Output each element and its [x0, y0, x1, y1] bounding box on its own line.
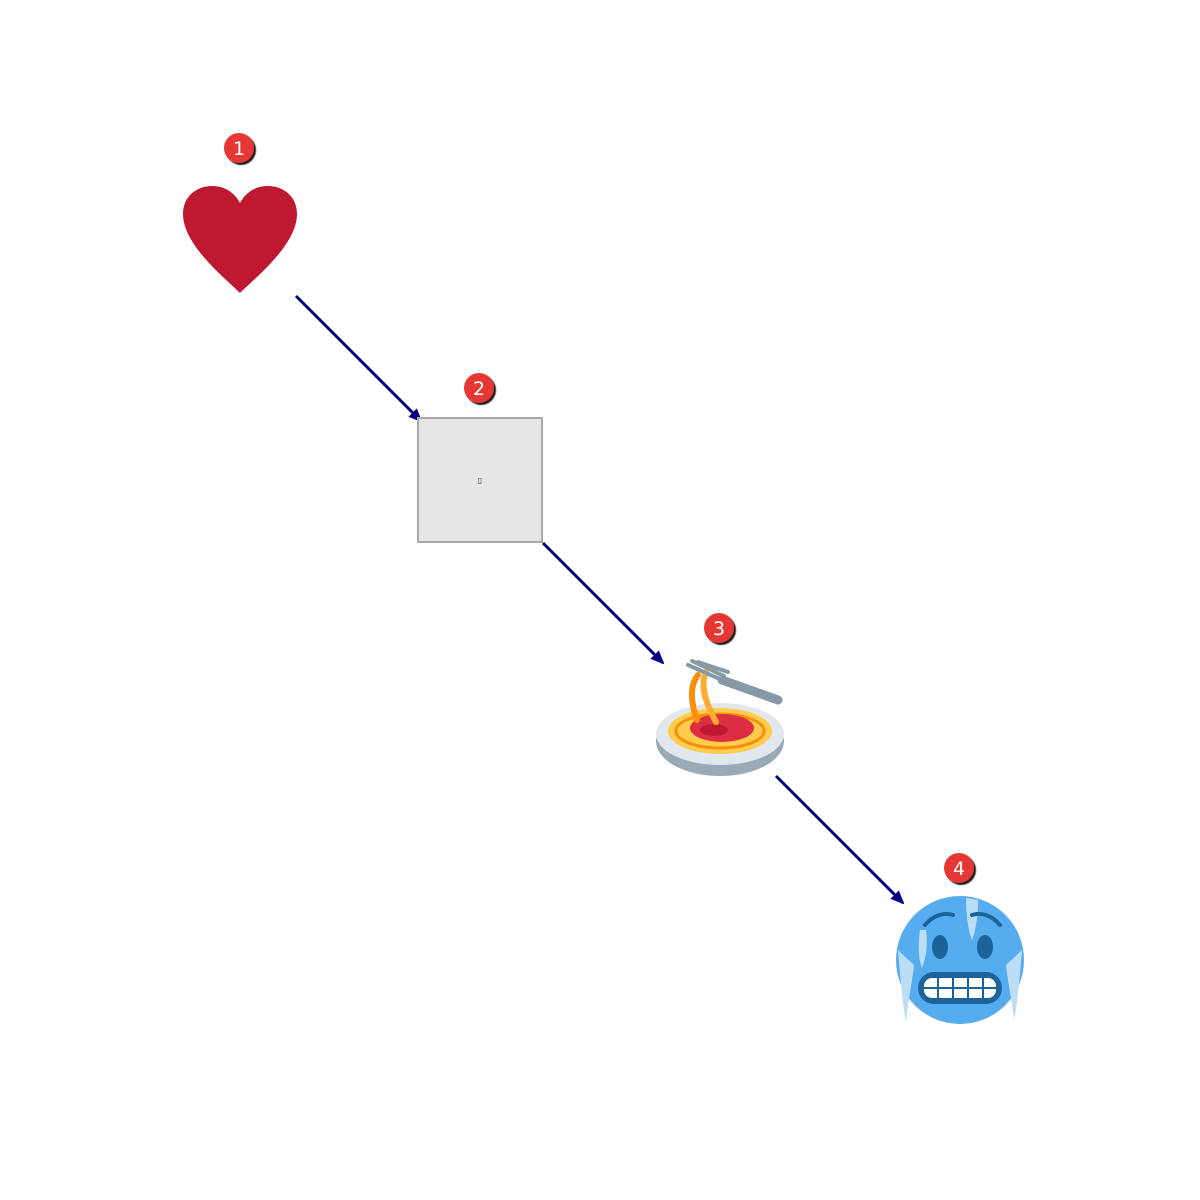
node-4: 4 [896, 853, 1024, 1024]
step-badge-1-label: 1 [233, 138, 245, 160]
edge-2-3 [541, 541, 665, 665]
step-badge-3 [704, 613, 734, 643]
node-1: 1 [183, 133, 297, 293]
step-badge-4-label: 4 [953, 858, 965, 880]
node-3: 3 [656, 613, 784, 776]
step-badge-1 [224, 133, 254, 163]
step-badge-4 [944, 853, 974, 883]
edge-1-2 [294, 294, 423, 423]
missing-glyph-icon: ▯ [478, 476, 482, 485]
red-heart-icon [183, 186, 297, 293]
step-badge-3-label: 3 [713, 618, 725, 640]
placeholder-box [417, 417, 543, 543]
node-2: ▯ 2 [417, 373, 543, 543]
step-badge-2 [464, 373, 494, 403]
edge-3-4 [774, 774, 905, 905]
step-badge-2-label: 2 [473, 378, 485, 400]
spaghetti-icon [656, 659, 784, 776]
cold-face-icon [896, 896, 1024, 1024]
